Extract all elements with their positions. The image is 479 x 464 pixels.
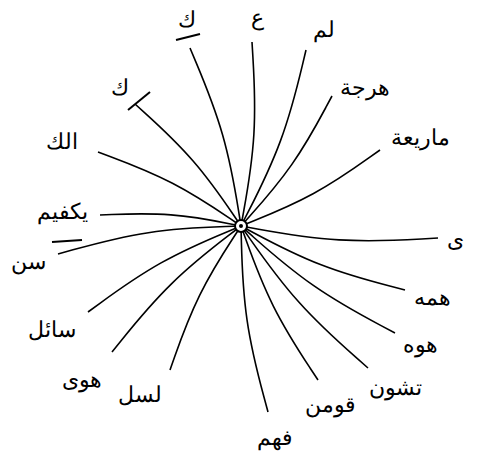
ray-label: فهم: [256, 426, 294, 450]
ray-label: هوه: [402, 333, 439, 357]
ray-line: [135, 104, 241, 226]
ray-line: [100, 214, 241, 226]
ray-label: ك: [110, 76, 130, 100]
ray-line: [241, 226, 438, 241]
ray-line: [241, 226, 368, 368]
ray-label: سن: [10, 250, 47, 274]
ray-line: [112, 226, 241, 352]
ray-label: لسل: [117, 383, 163, 407]
ray-line: [58, 226, 241, 254]
ray-line: [88, 226, 241, 312]
ray-label: هوی: [61, 368, 103, 392]
stroke-mark: [176, 34, 200, 40]
ray-line: [241, 226, 318, 380]
ray-line: [241, 226, 395, 333]
stroke-mark: [128, 92, 150, 110]
ray-label: هرجة: [339, 76, 391, 100]
ray-label: يكفيم: [36, 200, 89, 224]
ray-line: [241, 226, 405, 290]
ray-label: ماريعة: [390, 126, 451, 150]
ray-label: لم: [312, 18, 336, 42]
ray-label: ك: [177, 8, 197, 32]
ray-label: تشون: [368, 376, 423, 400]
ray-label: ی: [446, 228, 465, 252]
ray-line: [241, 150, 380, 226]
center-circle: [235, 220, 247, 232]
ray-line: [170, 226, 241, 370]
center-dot: [239, 224, 243, 228]
ray-label: قومن: [304, 393, 357, 417]
ray-line: [241, 42, 255, 226]
ray-line: [98, 152, 241, 226]
ray-line: [241, 226, 268, 412]
ray-line: [241, 50, 306, 226]
ray-label: الك: [45, 130, 79, 154]
ray-label: سائل: [27, 318, 77, 342]
ray-line: [190, 48, 241, 226]
ray-label: ع: [250, 6, 265, 30]
stroke-mark: [52, 240, 82, 242]
ray-label: همه: [413, 286, 452, 310]
